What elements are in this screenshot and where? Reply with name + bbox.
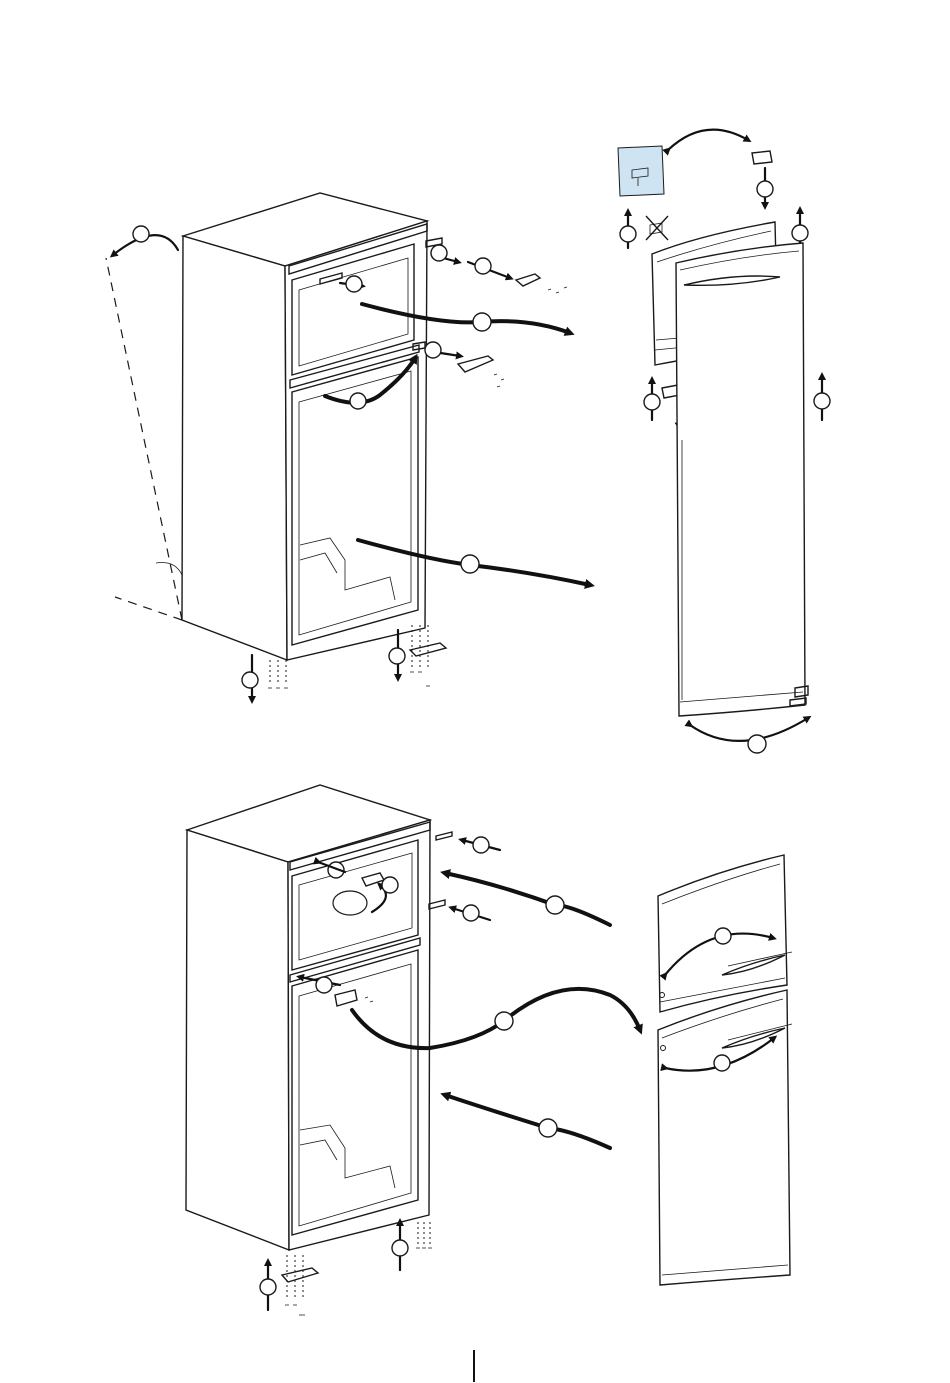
bottom-right-foot-parts-lower xyxy=(392,1222,432,1270)
step-marker xyxy=(346,276,362,292)
step-marker xyxy=(461,555,479,573)
step-marker xyxy=(431,245,447,261)
step-marker xyxy=(350,393,366,409)
screw-icon xyxy=(285,1305,305,1315)
door-swing-angle-indicator xyxy=(106,226,182,620)
fridge-door-lower xyxy=(658,990,792,1285)
lower-panel xyxy=(186,785,792,1315)
hinge-icon xyxy=(516,274,540,286)
step-marker xyxy=(389,648,405,664)
step-marker xyxy=(748,735,766,753)
cover-cap-icon xyxy=(429,900,445,909)
step-marker xyxy=(475,258,491,274)
step-marker xyxy=(495,1012,513,1030)
screw-icon xyxy=(494,374,504,387)
bottom-left-hinge-parts-lower xyxy=(260,1255,318,1315)
parts-bag-icon xyxy=(618,146,664,196)
upper-panel xyxy=(106,130,830,753)
step-marker xyxy=(463,905,479,921)
fridge-cabinet-lower xyxy=(186,785,430,1250)
step-marker xyxy=(644,394,660,410)
step-marker xyxy=(316,977,332,993)
screw-icon xyxy=(548,287,567,293)
step-marker xyxy=(425,342,441,358)
step-marker xyxy=(473,313,491,331)
step-marker xyxy=(757,181,773,197)
prohibited-icon xyxy=(646,216,668,240)
step-marker xyxy=(814,393,830,409)
cover-cap-icon xyxy=(752,151,772,164)
bottom-right-hinge-parts xyxy=(389,625,446,686)
swap-arrow xyxy=(690,718,808,741)
step-marker xyxy=(539,1119,557,1137)
hinge-icon xyxy=(410,643,446,656)
step-marker xyxy=(620,226,636,242)
step-marker xyxy=(260,1279,276,1295)
fridge-cabinet-upper xyxy=(182,193,427,660)
fridge-door-upper xyxy=(676,243,808,716)
step-marker xyxy=(714,1055,730,1071)
move-arrow xyxy=(445,1095,610,1148)
step-marker xyxy=(473,837,489,853)
step-marker xyxy=(242,672,258,688)
step-marker xyxy=(715,928,731,944)
cover-cap-icon xyxy=(436,832,452,840)
step-marker xyxy=(392,1240,408,1256)
bottom-left-foot-parts xyxy=(242,655,288,700)
step-marker xyxy=(382,877,398,893)
step-marker xyxy=(792,225,808,241)
step-marker xyxy=(133,226,149,242)
hinge-icon xyxy=(458,356,493,372)
step-marker xyxy=(546,896,564,914)
swap-arrow xyxy=(668,130,748,150)
screw-icon xyxy=(410,672,430,686)
